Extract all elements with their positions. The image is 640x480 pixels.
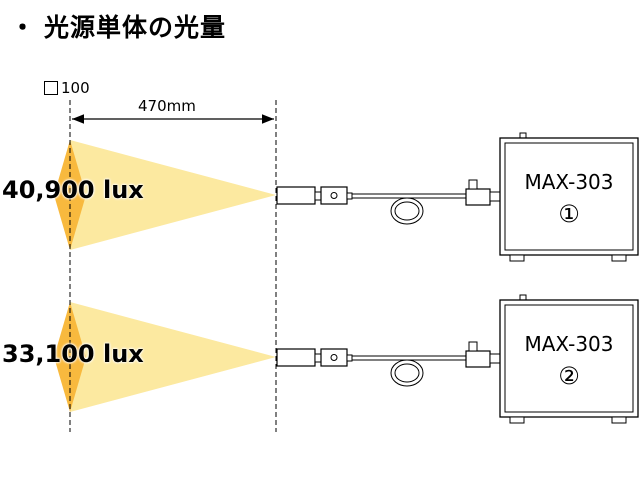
light-beam-1	[70, 140, 276, 250]
page-title: ・光源単体の光量	[10, 8, 226, 44]
fiber-assembly-2	[276, 341, 501, 387]
unit-number-label-1: ①	[558, 200, 580, 228]
title-text: 光源単体の光量	[44, 13, 227, 42]
fiber-assembly-1	[276, 179, 501, 225]
lux-value-2: 33,100 lux	[2, 340, 144, 368]
unit-model-label-2: MAX-303	[524, 332, 614, 356]
unit-model-label-1: MAX-303	[524, 170, 614, 194]
light-spot-diamond-1	[54, 140, 86, 250]
light-beam-2	[70, 302, 276, 412]
unit-number-label-2: ②	[558, 362, 580, 390]
square-size-value: 100	[61, 79, 90, 97]
square-icon	[44, 81, 58, 95]
square-size-label: 100	[44, 79, 90, 97]
light-source-unit-1	[499, 132, 639, 262]
title-bullet: ・	[10, 13, 37, 42]
lux-value-1: 40,900 lux	[2, 176, 144, 204]
distance-label: 470mm	[138, 97, 196, 115]
light-source-unit-2	[499, 294, 639, 424]
